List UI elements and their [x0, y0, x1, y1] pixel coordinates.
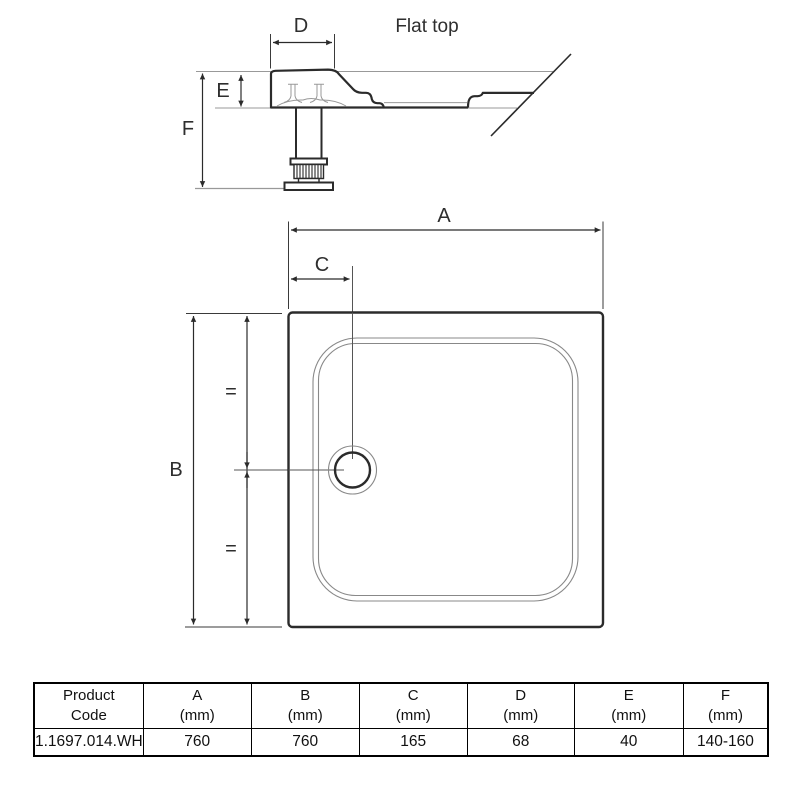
header-product-code: Product Code	[33, 682, 144, 729]
side-section-view: D E F Flat top	[182, 15, 572, 191]
header-unit-b: (mm)	[287, 707, 323, 724]
header-col-d: D (mm)	[466, 682, 575, 729]
cell-value-c: 165	[358, 728, 468, 757]
cell-value-f: 140-160	[682, 728, 769, 757]
header-col-e: E (mm)	[573, 682, 684, 729]
drain-waste-hole	[333, 451, 372, 489]
header-unit-a: (mm)	[179, 707, 215, 724]
dimension-d-label: D	[294, 15, 308, 37]
dimension-e: E	[216, 75, 244, 107]
shower-tray-drawing: D E F Flat top A	[169, 15, 605, 629]
header-unit-f: (mm)	[707, 707, 743, 724]
tray-rim-profile	[269, 68, 385, 109]
spec-table: Product Code A (mm) B (mm) C (mm)	[33, 682, 770, 757]
equal-mark-bottom: =	[225, 538, 237, 560]
header-letter-f: F	[720, 686, 731, 704]
header-letter-a: A	[192, 686, 203, 704]
flat-top-label: Flat top	[395, 16, 458, 37]
break-line	[490, 53, 572, 137]
header-letter-b: B	[300, 686, 311, 704]
cell-value-b: 760	[250, 728, 360, 757]
spec-table-header-row: Product Code A (mm) B (mm) C (mm)	[33, 682, 769, 729]
equal-mark-top: =	[225, 381, 237, 403]
cell-value-a: 760	[142, 728, 252, 757]
header-unit-e: (mm)	[611, 707, 647, 724]
header-col-a: A (mm)	[142, 682, 252, 729]
dimension-e-label: E	[216, 80, 229, 102]
dimension-a-label: A	[437, 205, 451, 227]
header-unit-c: (mm)	[395, 707, 431, 724]
header-col-f: F (mm)	[682, 682, 769, 729]
top-plan-view: A C B = =	[169, 205, 605, 629]
header-letter-c: C	[407, 686, 419, 704]
dimension-f: F	[182, 73, 206, 187]
spec-table-container: Product Code A (mm) B (mm) C (mm)	[33, 682, 770, 757]
foot-thread-hatch	[296, 165, 322, 178]
header-col-b: B (mm)	[250, 682, 360, 729]
foot-flange	[289, 157, 328, 166]
far-edge-step	[466, 91, 534, 108]
header-product-line1: Product	[63, 686, 115, 704]
drain-outer-ring	[327, 445, 378, 495]
header-unit-d: (mm)	[503, 707, 539, 724]
dimension-d: D	[270, 15, 335, 69]
header-col-c: C (mm)	[358, 682, 468, 729]
header-letter-d: D	[515, 686, 527, 704]
adjustable-foot	[283, 108, 334, 191]
dimension-a: A	[288, 205, 604, 309]
spec-table-data-row: 1.1697.014.WH 760 760 165 68 40 140-160	[33, 728, 769, 757]
rim-internal-ribs	[276, 83, 347, 107]
foot-base-plate	[283, 181, 334, 191]
dimension-c-label: C	[315, 254, 329, 276]
header-product-line2: Code	[70, 707, 107, 724]
cell-value-e: 40	[573, 728, 684, 757]
dimension-f-label: F	[182, 118, 194, 140]
dimension-b: B = =	[169, 313, 344, 628]
header-letter-e: E	[623, 686, 634, 704]
cell-product-code: 1.1697.014.WH	[33, 728, 144, 757]
cell-value-d: 68	[466, 728, 575, 757]
dimension-b-label: B	[169, 459, 182, 481]
